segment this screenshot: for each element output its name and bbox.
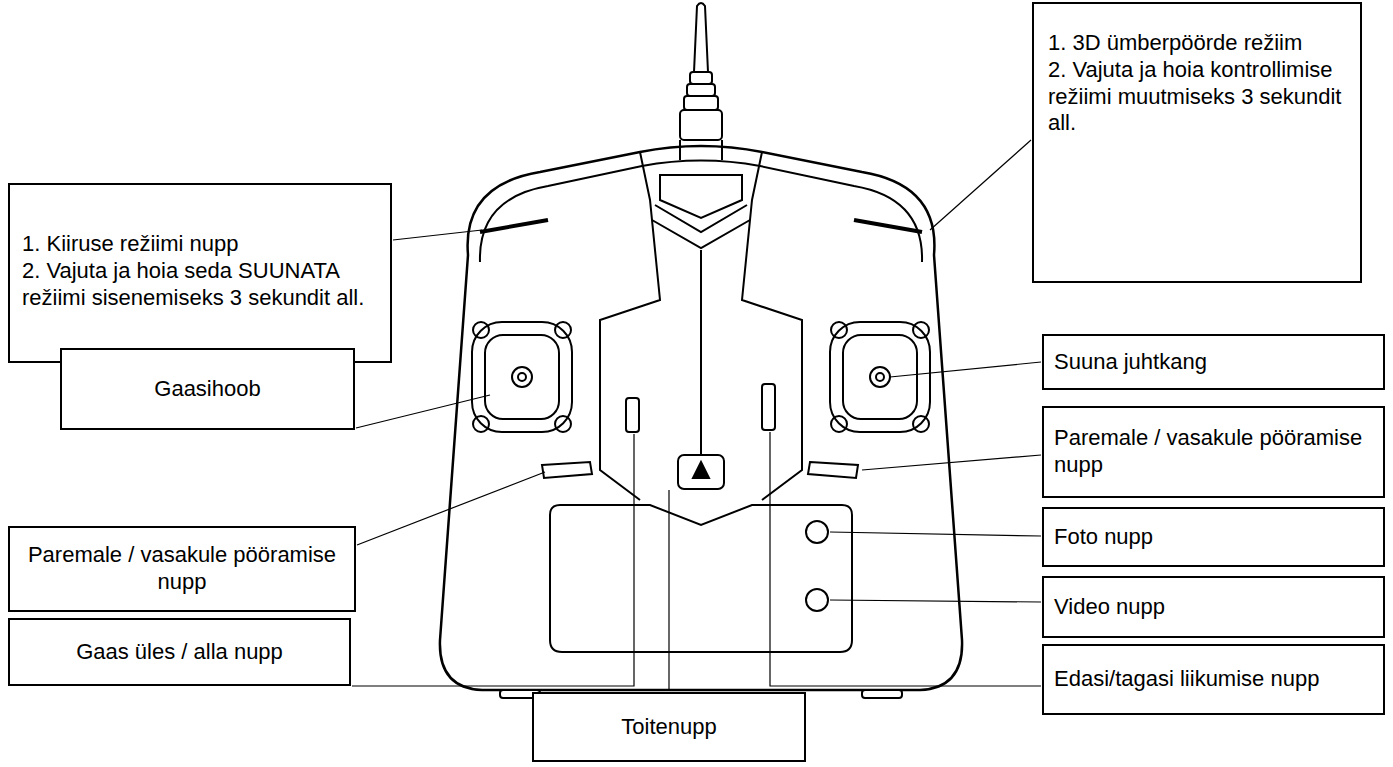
part-label: Foto nupp — [1042, 507, 1385, 567]
lower-panel — [550, 505, 852, 652]
stick-knob — [876, 373, 884, 381]
label-text: Gaasihoob — [72, 376, 343, 403]
trim-vertical — [626, 398, 639, 432]
screw — [913, 416, 929, 432]
antenna-ring — [684, 96, 718, 110]
screw — [831, 322, 847, 338]
part-label: Edasi/tagasi liikumise nupp — [1042, 644, 1385, 715]
leader-line — [830, 600, 1041, 602]
antenna-ring — [690, 72, 712, 84]
stick-knob — [512, 367, 532, 387]
part-label: Paremale / vasakule pööramise nupp — [8, 526, 356, 612]
label-text: Foto nupp — [1054, 524, 1373, 551]
antenna-ring — [687, 84, 715, 96]
leader-line — [770, 432, 1041, 686]
trim-vertical — [762, 384, 775, 430]
stick-gimbal — [843, 335, 917, 419]
shoulder-button — [480, 220, 548, 232]
screw — [831, 416, 847, 432]
leader-line — [890, 362, 1041, 377]
housing-ridge — [480, 161, 922, 263]
shoulder-button — [854, 220, 922, 232]
leader-line — [830, 532, 1041, 536]
stick-knob — [870, 367, 890, 387]
centre-line — [680, 140, 722, 460]
foot — [862, 690, 902, 698]
display-window — [660, 175, 742, 218]
screw — [555, 416, 571, 432]
leader-line — [668, 490, 669, 691]
label-text: 2. Vajuta ja hoia kontrollimise režiimi … — [1048, 57, 1346, 137]
video-button — [806, 589, 828, 611]
label-text: Gaas üles / alla nupp — [20, 639, 339, 666]
leader-line — [862, 455, 1041, 470]
chevron — [652, 205, 750, 248]
label-text: 1. 3D ümberpöörde režiim — [1048, 30, 1346, 57]
antenna-base — [680, 110, 722, 140]
leader-line — [357, 472, 545, 545]
power-arrow — [693, 462, 709, 478]
stick-gimbal — [485, 335, 559, 419]
label-text: Paremale / vasakule pööramise nupp — [1054, 425, 1373, 479]
leader-line — [930, 140, 1031, 230]
label-text: Paremale / vasakule pööramise nupp — [20, 542, 344, 596]
power-switch — [678, 455, 724, 489]
stick-housing — [472, 322, 572, 432]
leader-line — [352, 434, 634, 686]
trim-horizontal — [808, 462, 858, 478]
part-label: Suuna juhtkang — [1042, 334, 1385, 390]
mode-callout: 1. Kiiruse režiimi nupp2. Vajuta ja hoia… — [8, 183, 392, 363]
screw — [913, 322, 929, 338]
label-text: Video nupp — [1054, 594, 1373, 621]
mode-callout: 1. 3D ümberpöörde režiim2. Vajuta ja hoi… — [1032, 2, 1362, 283]
leader-line — [356, 395, 490, 428]
part-label: Toitenupp — [532, 692, 806, 762]
leader-line — [393, 230, 482, 240]
leader-lines — [352, 140, 1041, 691]
stick-knob — [518, 373, 526, 381]
label-text: Toitenupp — [544, 714, 794, 741]
photo-button — [806, 521, 828, 543]
label-text: Suuna juhtkang — [1054, 349, 1373, 376]
screw — [473, 322, 489, 338]
part-label: Gaasihoob — [60, 348, 355, 430]
part-label: Paremale / vasakule pööramise nupp — [1042, 406, 1385, 498]
part-label: Gaas üles / alla nupp — [8, 618, 351, 686]
stick-housing — [830, 322, 930, 432]
part-label: Video nupp — [1042, 576, 1385, 638]
label-text: Edasi/tagasi liikumise nupp — [1054, 666, 1373, 693]
antenna-tip — [694, 3, 708, 72]
screw — [555, 322, 571, 338]
controller-body — [440, 3, 962, 698]
label-text: 2. Vajuta ja hoia seda SUUNATA režiimi s… — [22, 258, 378, 312]
screw — [473, 416, 489, 432]
label-text: 1. Kiiruse režiimi nupp — [22, 231, 378, 258]
trim-horizontal — [542, 462, 592, 478]
